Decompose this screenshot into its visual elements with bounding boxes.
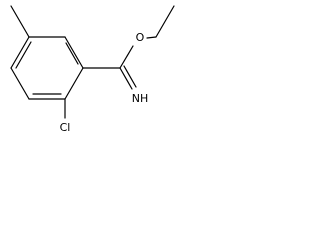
structure-diagram: O NH Cl: [10, 5, 175, 134]
ring-bond-c2-c3: [64, 67, 84, 100]
imine-double-bond-2: [123, 65, 137, 88]
ring-bond-c5-c6: [10, 36, 30, 69]
oxygen-atom-label: O: [136, 31, 145, 44]
chlorine-atom-label: Cl: [60, 121, 71, 134]
ring-bond-c1-c2: [64, 36, 84, 69]
carbon-oxygen-bond: [119, 45, 134, 69]
methyl-bond: [10, 5, 30, 38]
imine-double-bond-1: [119, 67, 133, 90]
ring-bond-c4-c5: [10, 67, 30, 100]
ethyl-bond: [155, 5, 175, 38]
imine-atom-label: NH: [132, 92, 149, 105]
ring-inner-bond-1: [65, 42, 79, 65]
ring-inner-bond-3: [15, 41, 32, 69]
oxygen-ethyl-bond: [146, 36, 157, 39]
